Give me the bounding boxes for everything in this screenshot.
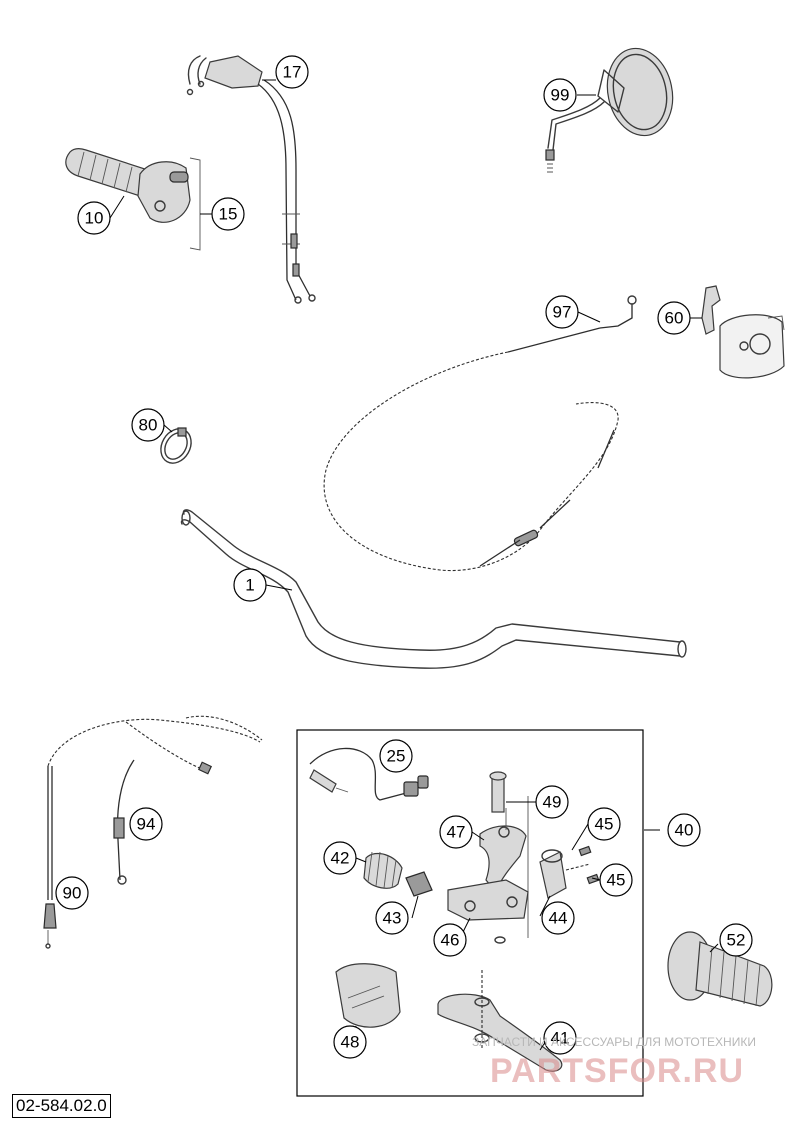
callout-41-label: 41 [551, 1029, 570, 1048]
assembly-40-frame [296, 729, 644, 1097]
callout-47: 47 [439, 815, 473, 849]
callout-52-label: 52 [727, 931, 746, 950]
protector-part [335, 963, 401, 1028]
callout-45-upper-label: 45 [595, 815, 614, 834]
callout-60-label: 60 [665, 309, 684, 328]
callout-48-label: 48 [341, 1033, 360, 1052]
callout-40-label: 40 [675, 821, 694, 840]
callout-44: 44 [541, 901, 575, 935]
handlebar-part [180, 509, 687, 669]
callout-99-label: 99 [551, 86, 570, 105]
callout-46: 46 [433, 923, 467, 957]
callout-94: 94 [129, 807, 163, 841]
callout-99: 99 [543, 78, 577, 112]
watermark-brand: PARTSFOR.RU [490, 1052, 744, 1090]
brake-lever-part [437, 970, 563, 1072]
callout-80-label: 80 [139, 416, 158, 435]
callout-90: 90 [55, 876, 89, 910]
callout-44-label: 44 [549, 909, 568, 928]
callout-90-label: 90 [63, 884, 82, 903]
callout-41: 41 [543, 1021, 577, 1055]
callout-45-upper: 45 [587, 807, 621, 841]
lever-bracket-part [447, 879, 529, 944]
callout-80: 80 [131, 408, 165, 442]
switch-housing-part [701, 285, 785, 379]
callout-1-label: 1 [245, 576, 254, 595]
callout-45-lower-label: 45 [607, 871, 626, 890]
callout-25: 25 [379, 739, 413, 773]
callout-49: 49 [535, 785, 569, 819]
diagram-code: 02-584.02.0 [12, 1094, 111, 1118]
reservoir-part [363, 851, 433, 897]
long-cable-part [323, 295, 637, 572]
callout-97: 97 [545, 295, 579, 329]
adjuster-part [539, 845, 600, 899]
callout-97-label: 97 [553, 303, 572, 322]
callout-25-label: 25 [387, 747, 406, 766]
callout-15-label: 15 [219, 205, 238, 224]
callout-49-label: 49 [543, 793, 562, 812]
hose-clamp-part [160, 427, 192, 464]
clutch-cables-part [43, 715, 263, 949]
lever-body-part [479, 771, 529, 938]
callout-1: 1 [233, 568, 267, 602]
callout-10: 10 [77, 201, 111, 235]
callout-10-label: 10 [85, 209, 104, 228]
callout-48: 48 [333, 1025, 367, 1059]
callout-17-label: 17 [283, 63, 302, 82]
grip-part [667, 931, 773, 1007]
callout-43: 43 [375, 901, 409, 935]
callout-45-lower: 45 [599, 863, 633, 897]
throttle-grip-part [65, 148, 201, 251]
watermark: ЗАПЧАСТИ И АКСЕССУАРЫ ДЛЯ МОТОТЕХНИКИ PA… [472, 1035, 756, 1090]
callout-42: 42 [323, 841, 357, 875]
callout-42-label: 42 [331, 849, 350, 868]
callout-60: 60 [657, 301, 691, 335]
callout-17: 17 [275, 55, 309, 89]
callout-40: 40 [667, 813, 701, 847]
callout-46-label: 46 [441, 931, 460, 950]
callout-94-label: 94 [137, 815, 156, 834]
callout-15: 15 [211, 197, 245, 231]
callout-52: 52 [719, 923, 753, 957]
switch-cable-part [309, 747, 429, 801]
throttle-cable-part [186, 55, 316, 304]
watermark-tagline: ЗАПЧАСТИ И АКСЕССУАРЫ ДЛЯ МОТОТЕХНИКИ [472, 1035, 756, 1049]
callout-47-label: 47 [447, 823, 466, 842]
callout-43-label: 43 [383, 909, 402, 928]
mirror-part [545, 47, 674, 173]
